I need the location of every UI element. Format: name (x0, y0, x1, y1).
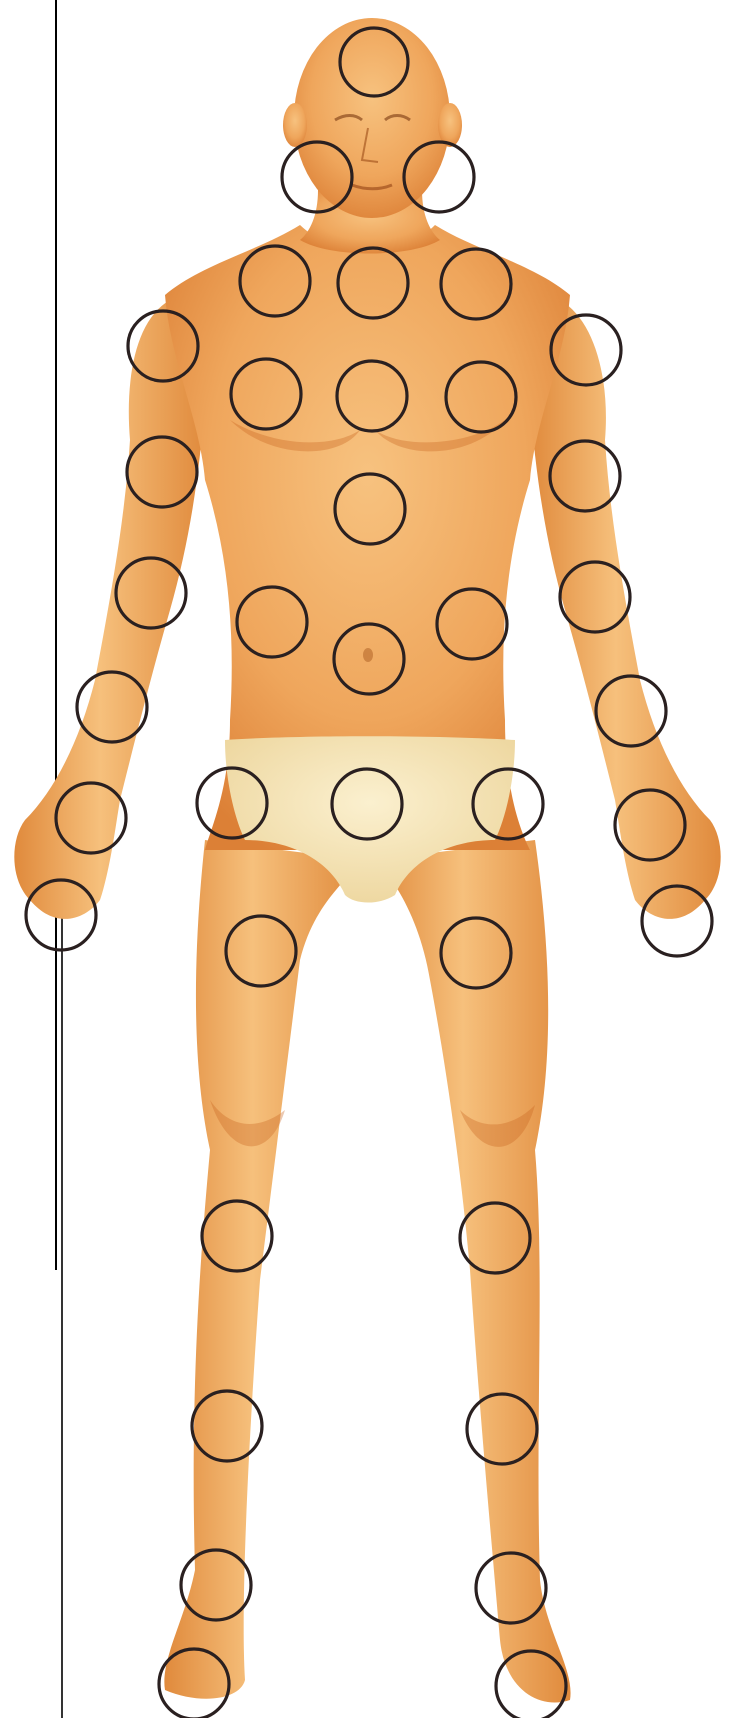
right-arm (14, 300, 205, 919)
right-leg (164, 840, 360, 1699)
left-arm (530, 300, 721, 919)
human-figure (14, 18, 720, 1703)
